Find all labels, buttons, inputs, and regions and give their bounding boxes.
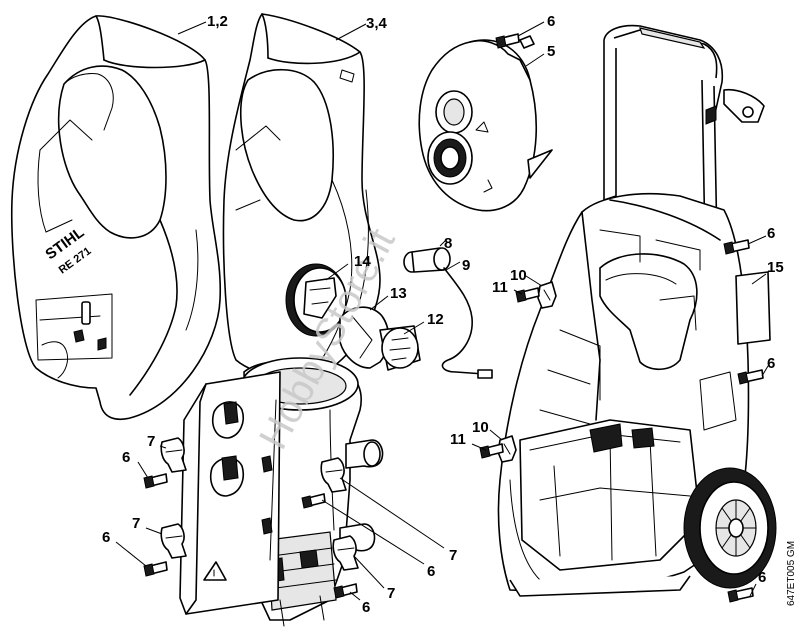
callout-reel-cover: 5 bbox=[547, 43, 555, 60]
callout-hose-fitting-8: 8 bbox=[444, 235, 452, 252]
callout-labels: 1,2 3,4 6 5 6 15 10 11 8 9 14 13 12 6 10… bbox=[102, 13, 784, 616]
callout-holder-right-upper: 7 bbox=[449, 547, 457, 564]
screw-clip-upper[interactable] bbox=[515, 287, 540, 303]
front-cover[interactable]: STIHL RE 271 bbox=[10, 15, 222, 421]
callout-holder-left-upper: 7 bbox=[147, 433, 155, 450]
holder-right-upper[interactable] bbox=[320, 457, 347, 493]
reel-cover-mount bbox=[519, 35, 535, 49]
switch-panel[interactable] bbox=[179, 371, 281, 615]
screw-left-lower[interactable] bbox=[143, 561, 168, 577]
holder-left-upper[interactable] bbox=[160, 437, 187, 473]
screw-bottom-right[interactable] bbox=[727, 587, 754, 603]
frame-with-handle[interactable] bbox=[497, 24, 777, 597]
screw-left-upper[interactable] bbox=[143, 473, 168, 489]
callout-holder-left-lower: 7 bbox=[132, 515, 140, 532]
hose-9[interactable] bbox=[441, 267, 493, 379]
callout-screw-left-upper: 6 bbox=[122, 449, 130, 466]
callout-screw-top: 6 bbox=[547, 13, 555, 30]
leader-lines bbox=[115, 21, 769, 601]
drawing-code: 647ET005 GM bbox=[786, 541, 797, 606]
screw-right-lower[interactable] bbox=[333, 583, 358, 599]
knob-part-12[interactable] bbox=[379, 325, 421, 371]
callout-clip-upper: 10 bbox=[510, 267, 527, 284]
knob-part-14[interactable] bbox=[285, 263, 347, 337]
callout-screw-right-lower: 6 bbox=[362, 599, 370, 616]
callout-screw-bottom-right: 6 bbox=[758, 569, 766, 586]
callout-holder-right-lower: 7 bbox=[387, 585, 395, 602]
callout-screw-right-upper: 6 bbox=[427, 563, 435, 580]
callout-hose-9: 9 bbox=[462, 257, 470, 274]
holder-right-lower[interactable] bbox=[332, 535, 359, 571]
callout-screw-clip-lower: 11 bbox=[450, 431, 466, 448]
callout-rear-cover: 3,4 bbox=[366, 15, 388, 32]
screw-right-upper[interactable] bbox=[301, 493, 326, 509]
callout-part-13: 13 bbox=[390, 285, 407, 302]
screw-top[interactable] bbox=[495, 33, 520, 49]
callout-screw-left-lower: 6 bbox=[102, 529, 110, 546]
callout-screw-frame-upper: 6 bbox=[767, 225, 775, 242]
holder-left-lower[interactable] bbox=[160, 523, 187, 559]
callout-clip-lower: 10 bbox=[472, 419, 489, 436]
clip-upper[interactable] bbox=[537, 281, 557, 309]
callout-screw-frame-middle: 6 bbox=[767, 355, 775, 372]
screw-frame-middle[interactable] bbox=[737, 369, 764, 385]
callout-knob-14: 14 bbox=[354, 253, 371, 270]
reel-cover[interactable] bbox=[418, 39, 553, 212]
callout-front-cover: 1,2 bbox=[207, 13, 228, 30]
callout-knob-12: 12 bbox=[427, 311, 444, 328]
hose-fitting-8[interactable] bbox=[403, 247, 451, 273]
callout-screw-clip-upper: 11 bbox=[492, 279, 508, 296]
callout-label-plate: 15 bbox=[767, 259, 784, 276]
label-plate[interactable] bbox=[735, 271, 771, 345]
screw-frame-upper[interactable] bbox=[723, 239, 750, 255]
